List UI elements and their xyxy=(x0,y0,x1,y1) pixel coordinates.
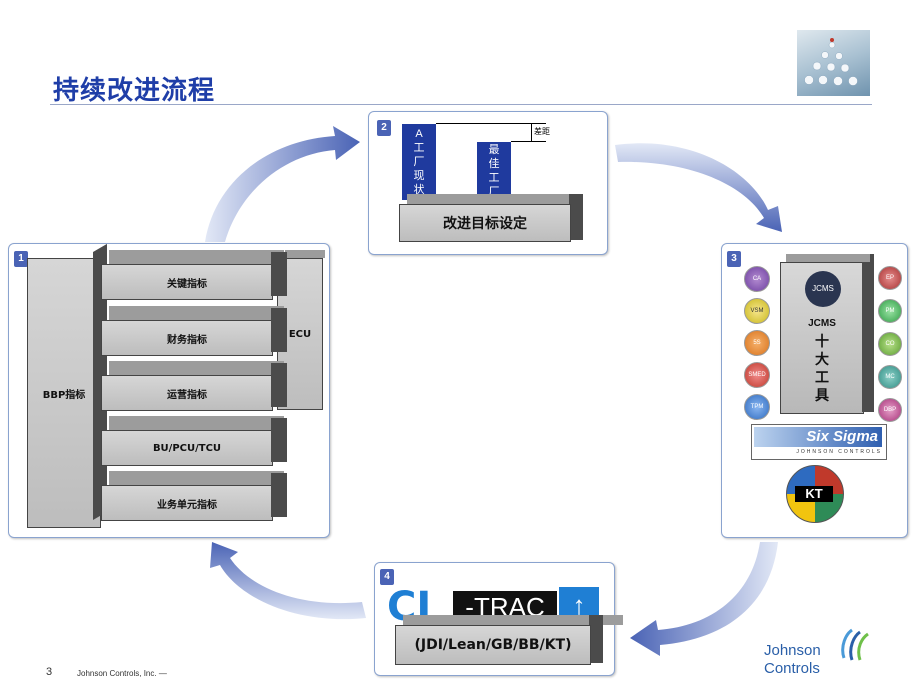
header-photo xyxy=(797,30,870,96)
financial-metrics-item: 财务指标 xyxy=(101,320,273,356)
johnson-controls-symbol-icon xyxy=(841,628,869,661)
panel-3-badge: 3 xyxy=(727,251,741,267)
jcms-block: JCMS JCMS 十大工具 xyxy=(780,262,864,414)
six-sigma-banner: Six Sigma xyxy=(754,427,882,447)
left-tool-icons: CA VSM 5S SMED TPM xyxy=(744,266,772,420)
panel-1-metrics: 1 BBP指标 ECU 关键指标 财务指标 运营指标 BU/PCU/TCU 业务… xyxy=(8,243,330,538)
molecule-image xyxy=(804,38,858,86)
logo-text-line1: Johnson xyxy=(764,642,821,659)
kt-label-box: KT xyxy=(795,486,833,502)
tool-icon-co: CO xyxy=(878,332,902,356)
jcms-title: JCMS xyxy=(808,318,836,329)
six-sigma-logo: Six Sigma JOHNSON CONTROLS xyxy=(751,424,887,460)
target-base-top xyxy=(407,194,583,204)
arrow-1-to-2 xyxy=(205,126,360,242)
ecu-label: ECU xyxy=(288,328,312,340)
gap-arrow xyxy=(531,123,532,141)
tool-icon-ca: CA xyxy=(744,266,770,292)
tool-icon-mc: MC xyxy=(878,365,902,389)
target-setting-label: 改进目标设定 xyxy=(443,216,527,232)
footer-text: Johnson Controls, Inc. — xyxy=(77,669,167,678)
panel-4-badge: 4 xyxy=(380,569,394,585)
methods-bar-top xyxy=(403,615,623,625)
bbp-label: BBP指标 xyxy=(42,389,86,401)
target-base-side xyxy=(569,194,583,240)
arrow-2-to-3 xyxy=(615,143,782,232)
arrow-4-to-1 xyxy=(210,542,366,620)
business-unit-metrics-item: 业务单元指标 xyxy=(101,485,273,521)
tool-icon-ep: EP xyxy=(878,266,902,290)
current-plant-label: A工厂现状 xyxy=(413,128,425,196)
key-metrics-side xyxy=(271,252,287,296)
best-plant-bar: 最佳工厂 xyxy=(477,142,511,200)
key-metrics-item: 关键指标 xyxy=(101,264,273,300)
tool-icon-smed: SMED xyxy=(744,362,770,388)
slide-title: 持续改进流程 xyxy=(53,76,216,106)
panel-4-ci-trac: 4 CI -TRAC ↑ (JDI/Lean/GB/BB/KT) xyxy=(374,562,623,676)
panel-2-target-setting: 2 A工厂现状 最佳工厂 差距 改进目标设定 xyxy=(368,111,608,255)
six-sigma-subtitle: JOHNSON CONTROLS xyxy=(796,449,882,455)
panel-1-badge: 1 xyxy=(14,251,28,267)
current-plant-bar: A工厂现状 xyxy=(402,124,436,200)
bu-pcu-tcu-item: BU/PCU/TCU xyxy=(101,430,273,466)
financial-metrics-top xyxy=(109,306,284,320)
operating-metrics-side xyxy=(271,363,287,407)
jcms-badge: JCMS xyxy=(805,271,841,307)
gap-line-bottom xyxy=(511,141,546,142)
gap-line-top xyxy=(436,123,546,124)
ecu-block-top xyxy=(285,250,325,258)
panel-2-badge: 2 xyxy=(377,120,391,136)
panel-3-tools: 3 CA VSM 5S SMED TPM JCMS JCMS 十大工具 EP P… xyxy=(721,243,908,538)
tool-icon-5s: 5S xyxy=(744,330,770,356)
bu-pcu-tcu-top xyxy=(109,416,284,430)
gap-label: 差距 xyxy=(534,127,550,136)
ten-tools-label: 十大工具 xyxy=(815,334,829,404)
page-number: 3 xyxy=(46,666,53,678)
right-tool-icons: EP PM CO MC DBP xyxy=(878,266,902,422)
tool-icon-dbp: DBP xyxy=(878,398,902,422)
methods-label: (JDI/Lean/GB/BB/KT) xyxy=(414,637,572,653)
jcms-block-top xyxy=(786,254,870,262)
operating-metrics-item: 运营指标 xyxy=(101,375,273,411)
johnson-controls-logo: Johnson Controls xyxy=(762,628,887,680)
arrow-3-to-4 xyxy=(630,542,778,656)
business-unit-metrics-side xyxy=(271,473,287,517)
bu-pcu-tcu-side xyxy=(271,418,287,462)
target-setting-base: 改进目标设定 xyxy=(399,204,571,242)
methods-bar: (JDI/Lean/GB/BB/KT) xyxy=(395,625,591,665)
title-divider xyxy=(50,104,872,105)
jcms-block-side xyxy=(862,254,874,412)
methods-bar-side xyxy=(589,615,603,663)
tool-icon-pm: PM xyxy=(878,299,902,323)
logo-text-line2: Controls xyxy=(764,660,820,677)
business-unit-metrics-top xyxy=(109,471,284,485)
financial-metrics-side xyxy=(271,308,287,352)
operating-metrics-top xyxy=(109,361,284,375)
tool-icon-vsm: VSM xyxy=(744,298,770,324)
tool-icon-tpm: TPM xyxy=(744,394,770,420)
bbp-metrics-block: BBP指标 xyxy=(27,258,101,528)
best-plant-label: 最佳工厂 xyxy=(488,144,500,198)
kt-logo: KT xyxy=(786,465,844,523)
key-metrics-top xyxy=(109,250,284,264)
